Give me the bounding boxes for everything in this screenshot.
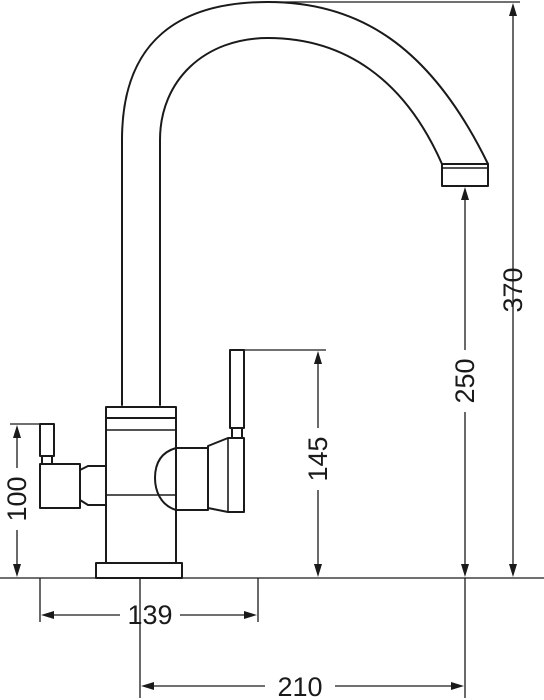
arrow-370-bottom bbox=[509, 564, 517, 577]
label-210-bg bbox=[265, 671, 335, 700]
left-lever bbox=[39, 423, 55, 457]
arrow-139-left bbox=[41, 611, 54, 619]
spout-inner-curve bbox=[159, 37, 443, 406]
label-250: 250 bbox=[450, 358, 480, 403]
arrow-100-bottom bbox=[13, 564, 21, 577]
left-lever-neck bbox=[41, 455, 53, 465]
label-145: 145 bbox=[303, 436, 333, 481]
dimension-250: 250 bbox=[450, 187, 482, 577]
label-139-bg bbox=[120, 600, 180, 630]
arrow-145-bottom bbox=[314, 564, 322, 577]
dimension-100: 100 bbox=[2, 423, 40, 577]
arrow-370-top bbox=[509, 3, 517, 16]
arrow-210-right bbox=[451, 682, 464, 690]
left-handle-cylinder bbox=[39, 463, 81, 509]
right-lever bbox=[229, 349, 245, 429]
dimension-210: 210 bbox=[139, 578, 466, 700]
body-collar bbox=[105, 406, 177, 419]
label-100-bg bbox=[2, 468, 32, 530]
faucet-outline bbox=[39, 1, 489, 579]
spout-outer-curve bbox=[121, 1, 489, 406]
arrow-210-left bbox=[141, 682, 154, 690]
arrow-100-top bbox=[13, 425, 21, 438]
dimension-145: 145 bbox=[244, 349, 335, 577]
dimension-370: 370 bbox=[268, 1, 528, 577]
label-139: 139 bbox=[127, 600, 172, 630]
dimension-139: 139 bbox=[39, 578, 259, 630]
base-plate bbox=[95, 562, 183, 579]
label-250-bg bbox=[450, 350, 482, 412]
main-body bbox=[105, 417, 177, 564]
arrow-250-top bbox=[461, 187, 469, 200]
right-lever-neck bbox=[231, 427, 243, 439]
arrow-250-bottom bbox=[461, 564, 469, 577]
label-370: 370 bbox=[498, 267, 528, 312]
label-100: 100 bbox=[2, 476, 32, 521]
arrow-145-top bbox=[314, 351, 322, 364]
label-145-bg bbox=[303, 428, 335, 490]
spout-nozzle bbox=[441, 163, 489, 187]
arrow-139-right bbox=[244, 611, 257, 619]
right-handle-hub bbox=[154, 447, 209, 511]
right-handle-cylinder bbox=[207, 437, 245, 513]
label-210: 210 bbox=[277, 672, 322, 700]
left-handle-hub bbox=[79, 465, 107, 506]
